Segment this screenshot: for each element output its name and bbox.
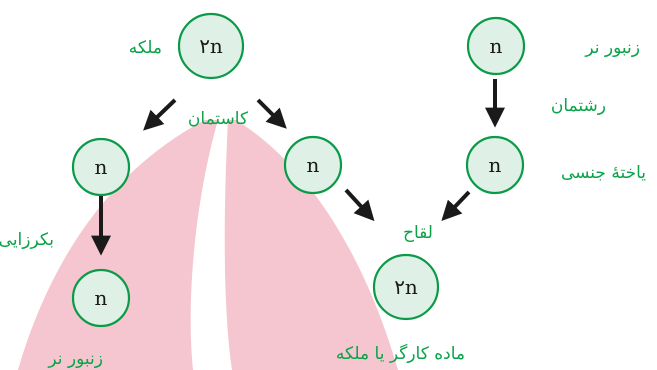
label-fertilization: لقاح	[403, 223, 433, 243]
node-sperm: n	[465, 135, 525, 195]
node-male-drone: n	[466, 16, 526, 76]
node-right-n: n	[283, 135, 343, 195]
node-zygote: ۲n	[372, 253, 440, 321]
node-queen: ۲n	[177, 12, 245, 80]
arrow-queen-to-left	[143, 98, 177, 131]
arrow-sperm-to-zygote	[441, 190, 471, 221]
label-gamete: یاختهٔ جنسی	[561, 163, 646, 183]
node-male-drone-label: n	[490, 34, 503, 58]
label-meiosis: کاستمان	[188, 109, 249, 129]
arrow-queen-to-right	[256, 98, 287, 129]
node-left-n-label: n	[95, 155, 108, 179]
label-result-male: زنبور نر	[47, 349, 103, 369]
arrow-right-to-zygote	[344, 188, 375, 222]
label-male-drone: زنبور نر	[584, 38, 640, 58]
node-queen-label: ۲n	[199, 34, 223, 58]
node-right-n-label: n	[307, 153, 320, 177]
node-left-n: n	[71, 137, 131, 197]
node-sperm-label: n	[489, 153, 502, 177]
node-bottom-left: n	[71, 268, 131, 328]
node-bottom-left-label: n	[95, 286, 108, 310]
node-zygote-label: ۲n	[394, 275, 418, 299]
label-parthenogenesis: بکرزایی	[0, 230, 54, 250]
label-result-female: ماده کارگر یا ملکه	[336, 343, 465, 364]
label-mitosis: رشتمان	[551, 96, 606, 116]
label-queen: ملکه	[129, 38, 162, 58]
